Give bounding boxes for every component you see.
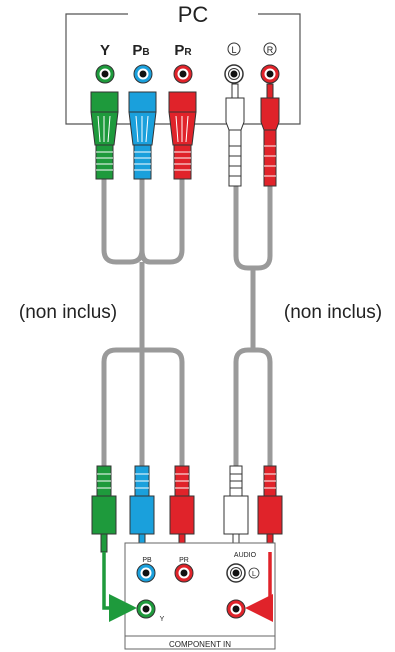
plug-bottom-y xyxy=(91,465,117,553)
plug-bottom-audio-r xyxy=(257,465,283,553)
plug-top-audio-l xyxy=(225,83,245,187)
cable-top-y-pb xyxy=(101,178,145,265)
device-jack-audio-r[interactable] xyxy=(226,599,246,619)
plug-top-audio-r xyxy=(260,83,280,187)
cables xyxy=(101,178,273,468)
jack-audio-r[interactable] xyxy=(260,64,280,84)
device-jack-audio-l[interactable] xyxy=(226,563,246,583)
jack-y[interactable] xyxy=(95,64,115,84)
jack-pr[interactable] xyxy=(173,64,193,84)
jack-label-y: Y xyxy=(100,42,110,59)
svg-text:L: L xyxy=(231,45,236,55)
plug-top-pr xyxy=(168,91,197,180)
arrow-y xyxy=(102,552,137,622)
plug-bottom-pr xyxy=(169,465,195,553)
arrow-audio-r xyxy=(245,552,273,622)
device-label-y: Y xyxy=(160,616,165,623)
cable-top-pr xyxy=(139,178,185,265)
device-footer: COMPONENT IN xyxy=(169,640,231,649)
plug-top-y xyxy=(90,91,119,180)
pc-title: PC xyxy=(178,2,209,27)
plug-top-pb xyxy=(128,91,157,180)
device-jack-pb[interactable] xyxy=(136,563,156,583)
device-label-audio: AUDIO xyxy=(234,552,257,559)
jack-label-pb: PB xyxy=(132,42,149,59)
plug-bottom-pb xyxy=(129,465,155,553)
jack-pb[interactable] xyxy=(133,64,153,84)
device-label-pb: PB xyxy=(142,557,152,564)
cable-bottom-audio xyxy=(233,347,273,468)
device-label-pr: PR xyxy=(179,557,189,564)
jack-audio-l[interactable] xyxy=(224,64,244,84)
right-note: (non inclus) xyxy=(284,302,382,323)
svg-text:R: R xyxy=(267,45,274,55)
plug-bottom-audio-l xyxy=(223,465,249,553)
left-note: (non inclus) xyxy=(19,302,117,323)
jack-label-l: L xyxy=(227,42,241,56)
jack-label-pr: PR xyxy=(174,42,192,59)
component-in-panel: COMPONENT IN PB PR AUDIO Y L xyxy=(124,542,276,650)
device-label-l: L xyxy=(248,567,260,579)
pc-panel: PC Y PB PR L R xyxy=(65,2,301,125)
cable-top-audio xyxy=(233,186,273,271)
device-jack-y[interactable] xyxy=(136,599,156,619)
jack-label-r: R xyxy=(263,42,277,56)
svg-text:L: L xyxy=(252,571,256,578)
device-jack-pr[interactable] xyxy=(174,563,194,583)
